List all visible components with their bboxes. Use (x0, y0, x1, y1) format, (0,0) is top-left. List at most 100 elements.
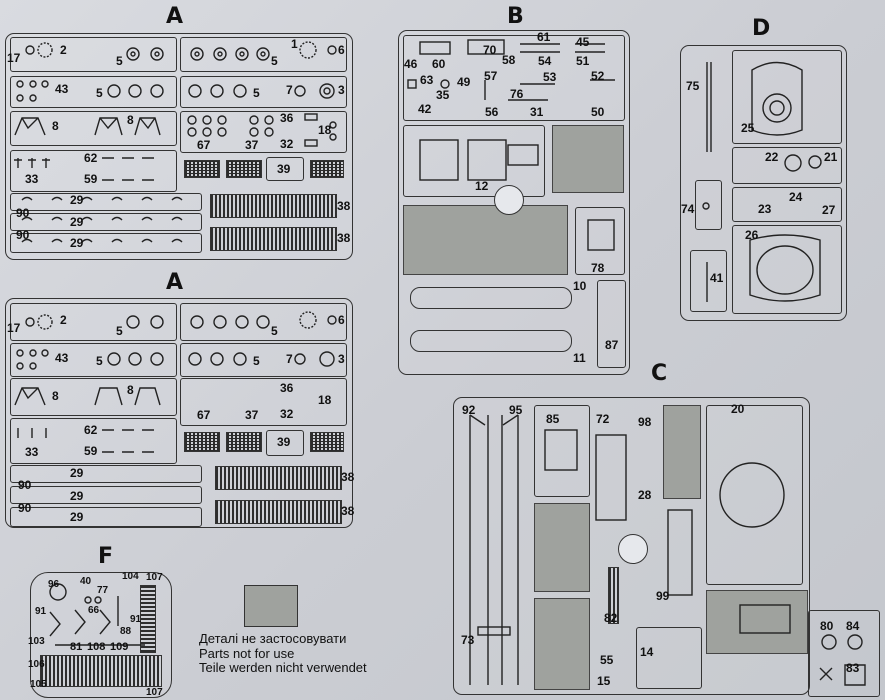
part-number-b: 57 (484, 69, 498, 83)
sprue-c-gray-4 (706, 590, 808, 654)
part-number-b: 49 (457, 75, 471, 89)
part-number-f: 107 (146, 687, 163, 698)
sprue-d-cell-22 (732, 147, 842, 184)
part-number-b: 45 (576, 35, 590, 49)
part-number-b: 78 (591, 261, 605, 275)
part-number-a-top: 33 (25, 172, 39, 186)
part-number-a-bottom: 90 (18, 501, 32, 515)
sprue-c-cell-80 (808, 610, 880, 697)
sprue-a-bottom-letter: A (166, 270, 184, 295)
part-number-a-bottom: 29 (70, 510, 84, 524)
sprue-c-gate-hole (618, 534, 648, 564)
part-number-a-top: 5 (116, 54, 123, 68)
part-number-a-bottom: 43 (55, 351, 69, 365)
sprue-c-cell-14 (636, 627, 702, 689)
part-number-b: 54 (538, 54, 552, 68)
part-number-b: 70 (483, 43, 497, 57)
sprue-c-gray-3 (663, 405, 701, 499)
sprue-a-top-cell-2 (180, 37, 347, 72)
part-number-b: 51 (576, 54, 590, 68)
part-number-b: 35 (436, 88, 450, 102)
legend-text-ua: Деталі не застосовувати (199, 631, 347, 646)
part-number-b: 46 (404, 57, 418, 71)
part-number-a-top: 2 (60, 43, 67, 57)
sprue-a-top-cell-7 (10, 150, 177, 192)
sprue-a-bottom-track-2 (226, 432, 262, 452)
sprue-b-cell-78 (575, 207, 625, 275)
sprue-a-top-cell-9 (10, 213, 202, 231)
part-number-a-bottom: 6 (338, 313, 345, 327)
part-number-b: 10 (573, 279, 587, 293)
part-number-f: 104 (122, 571, 139, 582)
legend-text-de: Teile werden nicht verwendet (199, 660, 367, 675)
part-number-c: 72 (596, 412, 610, 426)
sprue-a-top-letter: A (166, 4, 184, 29)
sprue-a-bottom-track-3 (310, 432, 344, 452)
part-number-a-bottom: 38 (341, 470, 355, 484)
sprue-f-bars (40, 655, 162, 687)
part-number-a-top: 29 (70, 236, 84, 250)
part-number-a-top: 18 (318, 123, 332, 137)
part-number-a-top: 7 (286, 83, 293, 97)
part-number-a-top: 67 (197, 138, 211, 152)
sprue-a-top-frame (5, 33, 353, 260)
sprue-a-bottom-track-1 (184, 432, 220, 452)
part-number-f: 109 (110, 641, 129, 653)
part-number-c: 98 (638, 415, 652, 429)
part-number-d: 21 (824, 150, 838, 164)
part-number-a-top: 29 (70, 215, 84, 229)
part-number-c: 55 (600, 653, 614, 667)
part-number-b: 58 (502, 53, 516, 67)
sprue-a-bottom-cell-1 (10, 303, 177, 341)
sprue-b-panel-12 (403, 125, 545, 197)
part-number-a-bottom: 37 (245, 408, 259, 422)
part-number-a-bottom: 29 (70, 489, 84, 503)
sprue-a-top-cell-6 (180, 111, 347, 153)
sprue-d-cell-25 (732, 50, 842, 144)
part-number-d: 22 (765, 150, 779, 164)
sprue-c-letter: C (651, 361, 668, 386)
sprue-a-bottom-track-38b (215, 500, 342, 524)
sprue-a-bottom-cell-39 (266, 430, 304, 456)
sprue-a-bottom-cell-8 (10, 465, 202, 483)
sprue-a-top-cell-3 (10, 76, 177, 108)
part-number-a-top: 8 (52, 119, 59, 133)
part-number-a-bottom: 59 (84, 444, 98, 458)
part-number-f: 96 (48, 579, 60, 590)
sprue-f-letter: F (98, 544, 114, 569)
part-number-c: 14 (640, 645, 654, 659)
part-number-b: 31 (530, 105, 544, 119)
part-number-f: 88 (120, 626, 132, 637)
part-number-f: 81 (70, 641, 83, 653)
part-number-b: 11 (573, 351, 586, 365)
part-number-a-bottom: 62 (84, 423, 98, 437)
part-number-a-top: 8 (127, 113, 134, 127)
part-number-f: 40 (80, 576, 92, 587)
part-number-d: 25 (741, 121, 755, 135)
part-number-a-bottom: 2 (60, 313, 67, 327)
sprue-b-hull-side-11 (410, 330, 572, 352)
part-number-b: 76 (510, 87, 524, 101)
sprue-a-top-cell-1 (10, 37, 177, 72)
part-number-f: 91 (130, 614, 142, 625)
sprue-f-vertical-strip (140, 585, 156, 653)
part-number-a-top: 90 (16, 228, 30, 242)
sprue-d-cell-26 (732, 225, 842, 314)
part-number-a-top: 43 (55, 82, 69, 96)
sprue-a-top-cell-8 (10, 193, 202, 211)
part-number-c: 83 (846, 661, 860, 675)
part-number-f: 106 (28, 659, 45, 670)
sprue-c-cell-85 (534, 405, 590, 497)
part-number-a-top: 37 (245, 138, 259, 152)
sprue-a-top-cell-39 (266, 157, 304, 181)
part-number-d: 26 (745, 228, 759, 242)
part-number-a-top: 36 (280, 111, 294, 125)
sprue-c-gray-2 (534, 598, 590, 690)
part-number-b: 42 (418, 102, 432, 116)
sprue-a-top-track-1 (184, 160, 220, 178)
sprue-b-gray-2 (403, 205, 568, 275)
sprue-b-cell-top (403, 35, 625, 121)
part-number-a-top: 29 (70, 193, 84, 207)
sprue-a-bottom-track-38a (215, 466, 342, 490)
